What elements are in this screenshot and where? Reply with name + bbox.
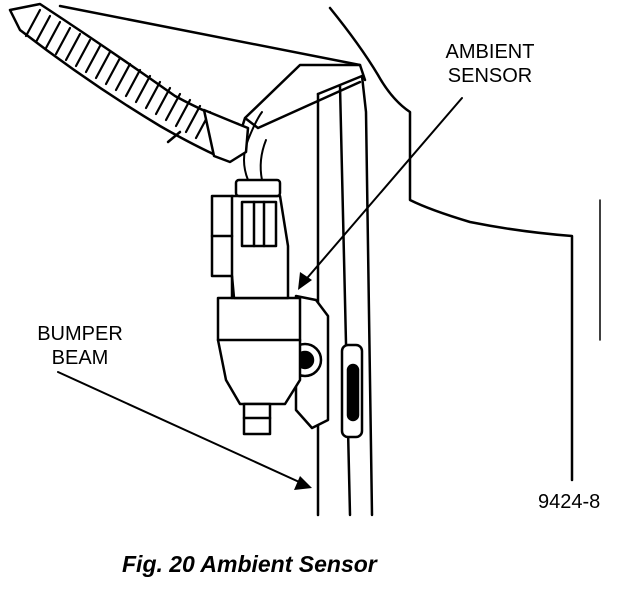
bumper-beam-arrowhead (294, 476, 312, 490)
ambient-sensor-leader (301, 97, 463, 285)
figure-caption: Fig. 20 Ambient Sensor (122, 551, 378, 577)
panel-top-edge (58, 4, 362, 67)
bumper-beam-label-line2: BEAM (52, 347, 109, 369)
sensor-body (216, 296, 302, 406)
harness-boot (202, 108, 250, 164)
ambient-sensor-label-line2: SENSOR (448, 65, 532, 87)
ambient-sensor-arrowhead (298, 272, 312, 290)
bumper-beam-leader (57, 371, 309, 487)
body-bracket (236, 63, 367, 142)
figure-code: 9424-8 (538, 491, 600, 513)
bumper-beam-post (316, 74, 374, 517)
fender-panel (328, 6, 574, 482)
ambient-sensor-label-line1: AMBIENT (446, 41, 535, 63)
bumper-beam-label-line1: BUMPER (37, 323, 123, 345)
